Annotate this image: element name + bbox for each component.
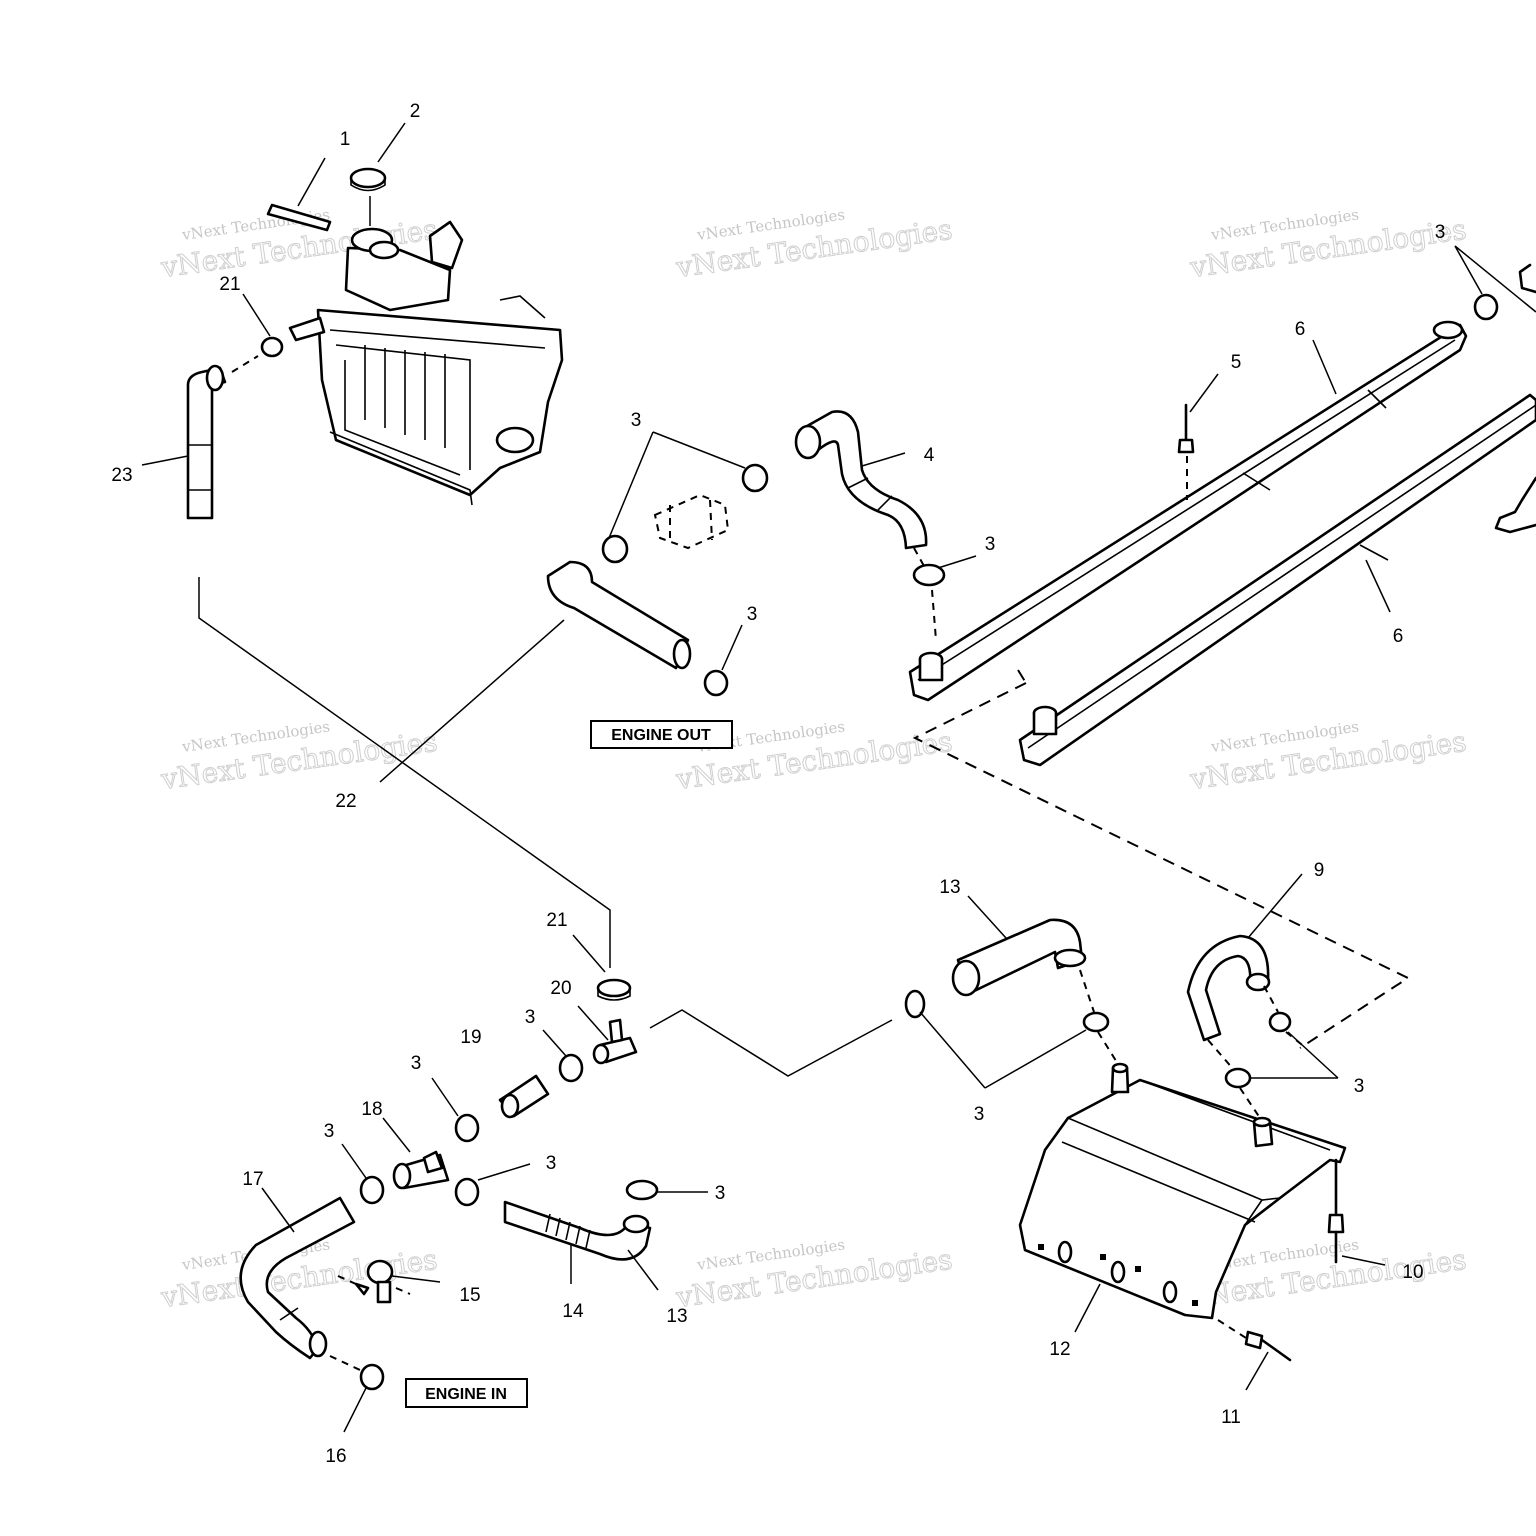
callout-4: 4: [924, 445, 935, 466]
callout-5: 5: [1231, 352, 1242, 373]
callout-14: 14: [562, 1301, 584, 1322]
callout-3: 3: [1354, 1076, 1365, 1097]
callout-3: 3: [324, 1121, 335, 1142]
callout-21: 21: [546, 910, 567, 931]
heat-exchanger-upper: [908, 320, 1468, 702]
callout-21: 21: [219, 274, 240, 295]
coolant-reservoir: [288, 220, 564, 506]
callout-2: 2: [410, 101, 421, 122]
vent-tube: [266, 203, 332, 232]
callout-6: 6: [1393, 626, 1404, 647]
callout-22: 22: [335, 791, 356, 812]
callout-10: 10: [1402, 1262, 1423, 1283]
engine-in-hose: [239, 1196, 356, 1360]
leader-lines: [141, 122, 1536, 1433]
callout-3: 3: [411, 1053, 422, 1074]
callout-3: 3: [1435, 222, 1446, 243]
callout-16: 16: [325, 1446, 346, 1467]
callout-11: 11: [1221, 1407, 1241, 1428]
callout-15: 15: [459, 1285, 480, 1306]
upper-hose: [794, 410, 928, 550]
thermostat-housing: [653, 493, 730, 550]
bolt-11: [1244, 1330, 1292, 1362]
hose-elbow-13: [951, 918, 1087, 997]
reservoir-cap: [349, 167, 387, 192]
heat-exchanger-lower: [1018, 393, 1536, 767]
callout-13: 13: [939, 877, 960, 898]
bolt-10: [1327, 1158, 1345, 1264]
callout-19: 19: [460, 1027, 481, 1048]
callout-20: 20: [550, 978, 571, 999]
hose-clamp: [260, 336, 284, 358]
tee-fitting-18: [392, 1150, 450, 1190]
callout-18: 18: [361, 1099, 382, 1120]
callout-17: 17: [242, 1169, 263, 1190]
heat-exchanger-12: [1018, 1062, 1347, 1320]
engine-out-hose: [546, 560, 692, 670]
hose-clamps-lower: [359, 989, 1292, 1207]
tee-fitting-20: [592, 1018, 638, 1065]
bolt: [1177, 403, 1195, 500]
callout-9: 9: [1314, 860, 1325, 881]
callout-3: 3: [631, 410, 642, 431]
callout-23: 23: [111, 465, 132, 486]
engine-in-text: ENGINE IN: [425, 1386, 507, 1403]
callouts: 1 2 21 23 3 4 3 3 5 6 6 3 5 22 21 20 19 …: [111, 101, 1446, 1467]
engine-in-label: ENGINE IN: [405, 1378, 528, 1408]
reservoir-hose-elbow: [186, 364, 227, 520]
callout-13: 13: [666, 1306, 687, 1327]
callout-3: 3: [985, 534, 996, 555]
callout-3: 3: [747, 604, 758, 625]
engine-out-text: ENGINE OUT: [611, 727, 711, 744]
watermark: vNext Technologies vNext Technologies: [673, 1235, 955, 1314]
engine-in-clamp: [359, 1363, 385, 1391]
callout-3: 3: [974, 1104, 985, 1125]
callout-12: 12: [1049, 1339, 1070, 1360]
hose-clamps-upper: [601, 463, 946, 697]
watermark: vNext Technologies vNext Technologies: [158, 717, 440, 796]
watermark: vNext Technologies vNext Technologies: [673, 717, 955, 796]
bottle-clamp: [596, 978, 632, 1001]
watermark: vNext Technologies vNext Technologies: [673, 205, 955, 284]
bleed-screw-15: [354, 1259, 394, 1304]
watermark: vNext Technologies vNext Technologies: [1187, 717, 1469, 796]
callout-3: 3: [546, 1153, 557, 1174]
edge-parts-right: [1473, 263, 1536, 534]
callout-6: 6: [1295, 319, 1306, 340]
watermark: vNext Technologies vNext Technologies: [1187, 205, 1469, 284]
callout-3: 3: [525, 1007, 536, 1028]
callout-3: 3: [715, 1183, 726, 1204]
hose-9: [1186, 934, 1271, 1042]
engine-out-label: ENGINE OUT: [590, 720, 733, 749]
callout-1: 1: [340, 129, 351, 150]
corrugated-hose-14: [503, 1200, 652, 1261]
connector-tube-19: [498, 1074, 550, 1119]
